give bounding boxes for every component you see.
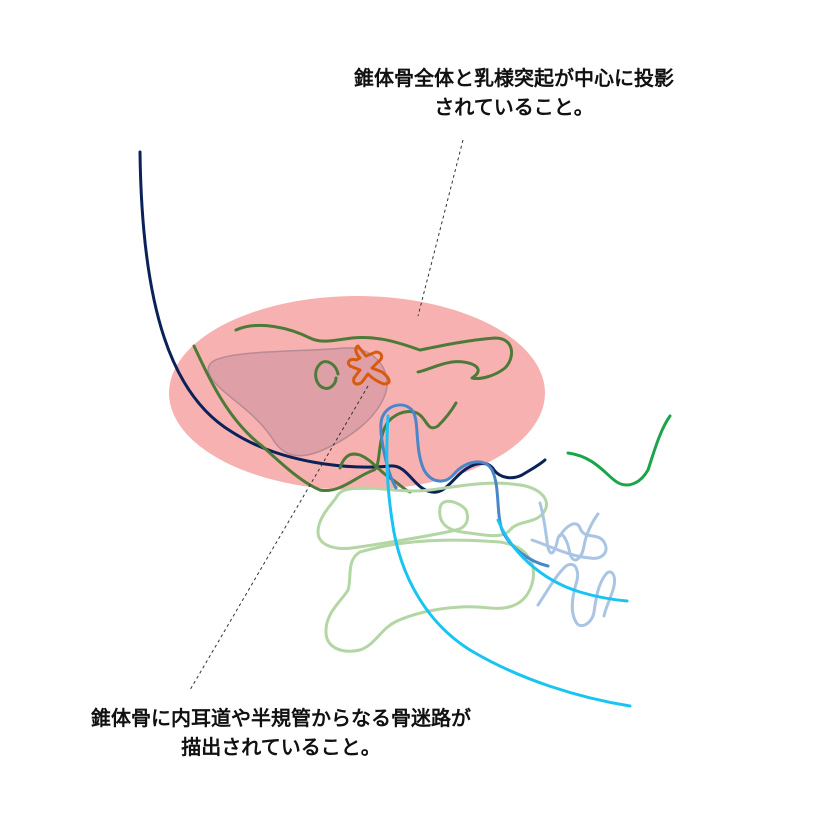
leader-line-bottom — [189, 385, 369, 691]
caption-top: 錐体骨全体と乳様突起が中心に投影 されていること。 — [300, 64, 728, 122]
caption-bottom-line1: 錐体骨に内耳道や半規管からなる骨迷路が — [91, 706, 471, 730]
caption-top-line1: 錐体骨全体と乳様突起が中心に投影 — [354, 66, 674, 90]
molar-crown — [530, 522, 608, 560]
atlas-vertebra — [316, 481, 548, 550]
mastoid-outline — [192, 344, 458, 493]
leader-line-top — [417, 139, 464, 317]
teeth-outline — [530, 501, 616, 628]
caption-bottom: 錐体骨に内耳道や半規管からなる骨迷路が 描出されていること。 — [36, 704, 526, 762]
bony-labyrinth — [346, 344, 391, 386]
maxilla-line — [496, 518, 629, 603]
skull-base-contour — [138, 150, 547, 494]
cervical-vertebrae — [316, 481, 548, 653]
axis-vertebra — [324, 538, 535, 653]
upper-teeth — [538, 501, 600, 562]
caption-bottom-line2: 描出されていること。 — [181, 735, 381, 759]
mastoid-tip-outline — [338, 452, 412, 494]
facial-contour — [566, 414, 672, 487]
small-curve-outline — [314, 360, 340, 390]
mandible-line — [385, 414, 632, 708]
temporal-upper-outline — [234, 323, 514, 380]
petrous-bone-shape — [207, 347, 388, 457]
lower-teeth — [536, 563, 616, 628]
temporal-bone-outline — [192, 323, 514, 494]
caption-top-line2: されていること。 — [434, 95, 594, 119]
